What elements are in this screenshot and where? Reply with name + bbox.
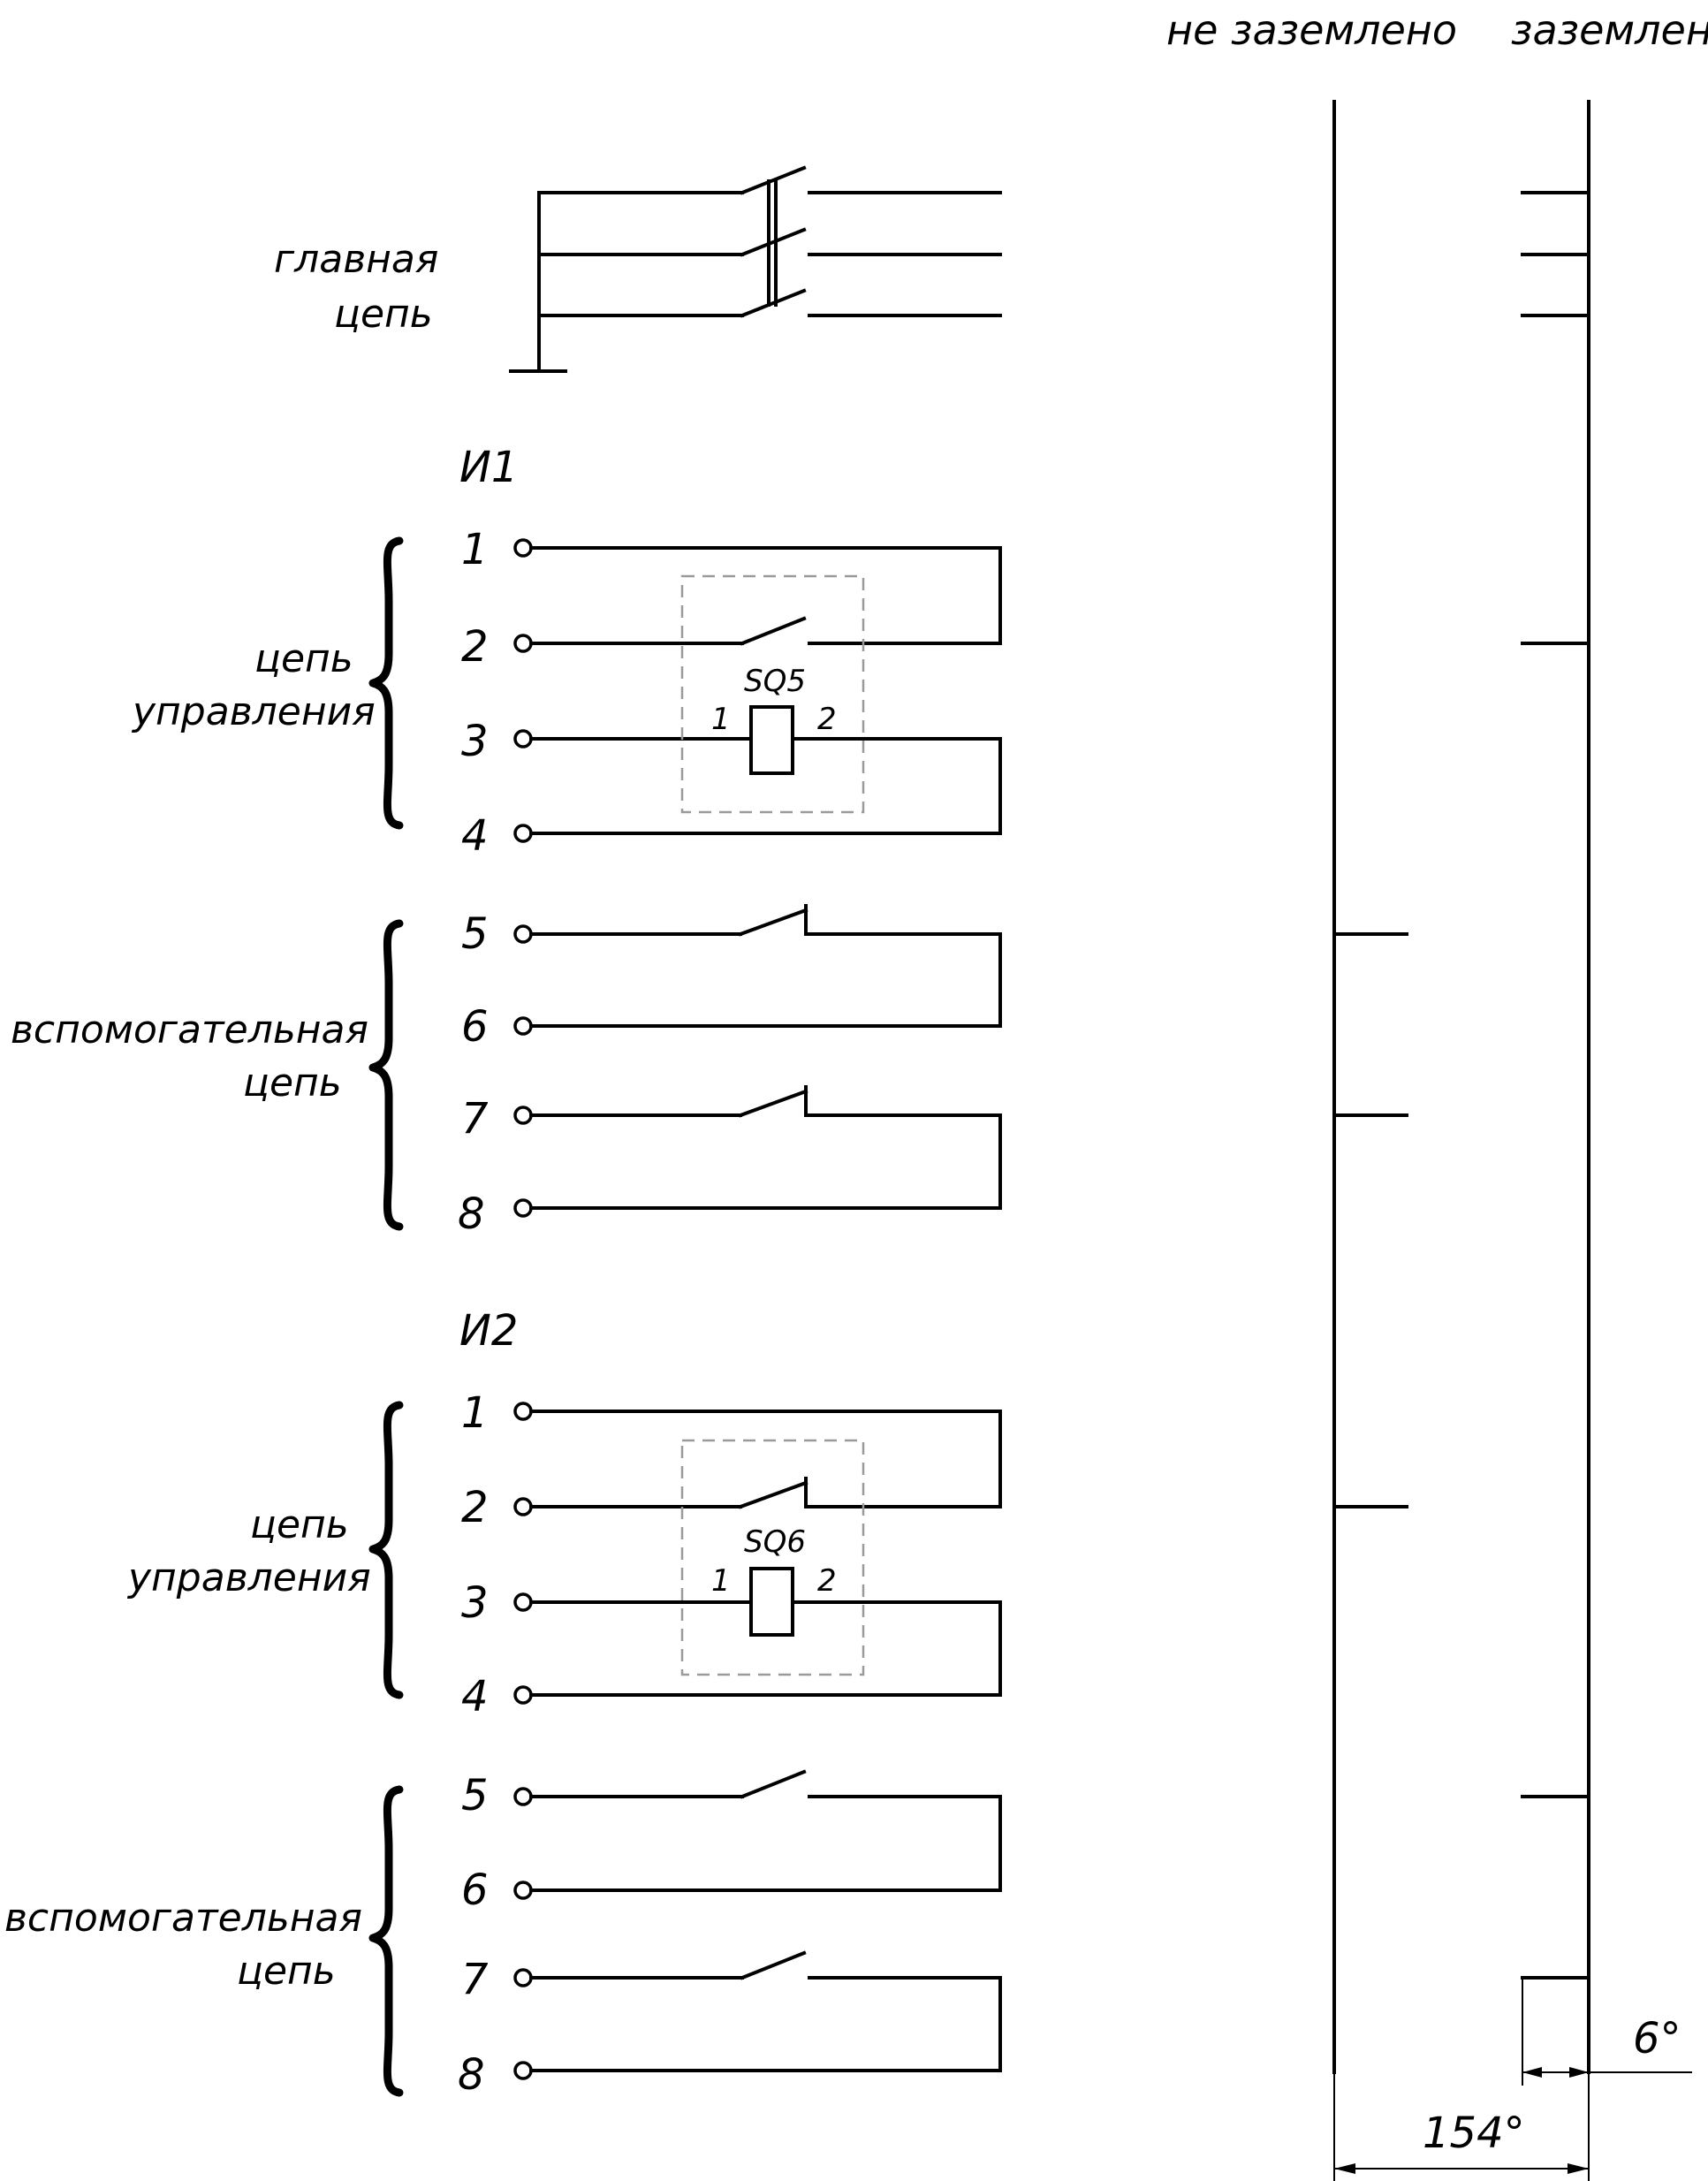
brace-aux-i2 — [368, 1785, 404, 2097]
main-circuit-switch — [509, 165, 1002, 373]
terminal-number: 3 — [461, 717, 489, 766]
terminal-number: 7 — [461, 1094, 489, 1144]
terminal-number: 5 — [461, 909, 489, 959]
dimension-154deg-label: 154° — [1423, 2109, 1525, 2158]
aux-label-i2-1: вспомогательная — [4, 1896, 362, 1941]
terminal — [513, 1685, 533, 1705]
header-grounded: заземлено — [1511, 6, 1708, 54]
header-not-grounded: не заземлено — [1166, 6, 1457, 54]
aux-wiring-i1 — [529, 904, 1002, 1210]
brace-control-i1 — [368, 536, 404, 830]
terminal — [513, 1592, 533, 1612]
terminal-number: 8 — [458, 1189, 485, 1239]
control-wiring-i1 — [529, 546, 1002, 835]
terminal — [513, 729, 533, 749]
block-i1-title: И1 — [459, 443, 518, 492]
terminal — [513, 634, 533, 653]
sq5-pin2: 2 — [817, 702, 837, 737]
terminal-number: 2 — [461, 1483, 489, 1532]
control-label-i2-1: цепь — [250, 1502, 349, 1547]
timing-bar-not-grounded — [1332, 100, 1408, 2074]
terminal-number: 6 — [461, 1866, 489, 1915]
terminal-number: 1 — [461, 1388, 489, 1438]
dimension-6deg: 6° — [1522, 1978, 1692, 2086]
block-i1: И1 цепь управления вспомогательная цепь … — [11, 443, 1002, 1239]
terminal — [513, 824, 533, 843]
main-circuit-label-2: цепь — [334, 292, 433, 337]
terminal — [513, 1968, 533, 1987]
terminal-number: 5 — [461, 1771, 489, 1820]
terminal-number: 2 — [461, 622, 489, 672]
sq6-dashed-box — [680, 1439, 865, 1676]
terminal-number: 3 — [461, 1578, 489, 1628]
sq6-label: SQ6 — [744, 1524, 806, 1560]
terminal-number: 4 — [461, 811, 489, 861]
sq5-dashed-box — [680, 574, 865, 814]
block-i2-title: И2 — [459, 1306, 518, 1356]
sq6-coil — [749, 1567, 794, 1637]
terminal — [513, 2061, 533, 2080]
aux-label-i1-1: вспомогательная — [11, 1007, 368, 1053]
terminal — [513, 1402, 533, 1421]
sq5-pin1: 1 — [711, 702, 731, 737]
block-i2: И2 цепь управления вспомогательная цепь … — [4, 1306, 1002, 2100]
control-label-i1-1: цепь — [254, 636, 353, 681]
sq6-pin2: 2 — [817, 1563, 837, 1599]
terminal — [513, 1497, 533, 1516]
terminal-number: 1 — [461, 525, 489, 574]
sq5-coil — [749, 705, 794, 775]
control-wiring-i2 — [529, 1410, 1002, 1697]
brace-control-i2 — [368, 1401, 404, 1699]
timing-bar-grounded — [1521, 100, 1590, 2074]
brace-aux-i1 — [368, 919, 404, 1231]
terminal — [513, 1787, 533, 1806]
terminal — [513, 1198, 533, 1218]
sq6-pin1: 1 — [711, 1563, 731, 1599]
control-label-i1-2: управления — [131, 689, 376, 734]
terminal — [513, 1016, 533, 1036]
sq5-label: SQ5 — [744, 664, 806, 699]
dimension-154deg: 154° — [1333, 2072, 1590, 2181]
aux-wiring-i2 — [529, 1769, 1002, 2072]
dimension-6deg-label: 6° — [1633, 2014, 1681, 2063]
terminal — [513, 538, 533, 558]
terminal-number: 6 — [461, 1002, 489, 1052]
aux-label-i1-2: цепь — [243, 1060, 342, 1106]
control-label-i2-2: управления — [126, 1555, 371, 1600]
terminal-number: 4 — [461, 1672, 489, 1721]
terminal — [513, 1106, 533, 1125]
aux-label-i2-2: цепь — [237, 1949, 336, 1994]
terminal — [513, 1881, 533, 1900]
terminal — [513, 924, 533, 944]
main-circuit-label-1: главная — [274, 237, 438, 282]
terminal-number: 7 — [461, 1955, 489, 2004]
terminal-number: 8 — [458, 2050, 485, 2100]
